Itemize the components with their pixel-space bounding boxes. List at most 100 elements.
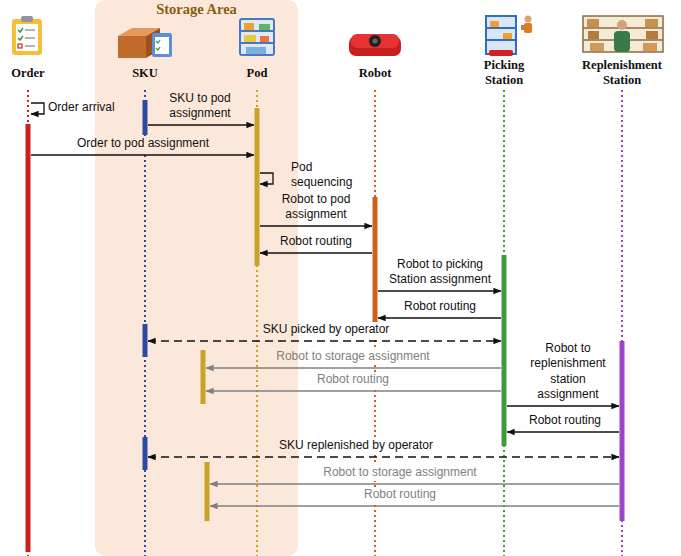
message-label: Robot to storage assignment bbox=[321, 465, 478, 481]
pod-icon bbox=[240, 19, 274, 55]
operator-head bbox=[525, 16, 532, 23]
list-line bbox=[25, 38, 35, 39]
box-front bbox=[118, 36, 146, 58]
rack-robot bbox=[489, 50, 513, 56]
pod-frame bbox=[240, 19, 274, 55]
rack-frame bbox=[486, 16, 516, 54]
message-label: Robot routing bbox=[315, 372, 391, 388]
message-arrow bbox=[31, 154, 254, 155]
lifelines bbox=[28, 90, 622, 556]
pod-item bbox=[244, 23, 254, 30]
message-arrow bbox=[507, 431, 619, 432]
check-mark bbox=[18, 28, 23, 32]
order-icon bbox=[12, 16, 42, 55]
message-label: Robot to pod assignment bbox=[267, 192, 366, 223]
message-arrow bbox=[210, 505, 619, 506]
lifeline-column: Order bbox=[0, 56, 56, 556]
shelf-box bbox=[643, 43, 657, 51]
sku-icon bbox=[118, 28, 172, 58]
activation-bar bbox=[620, 341, 625, 521]
clipboard-paper bbox=[16, 24, 38, 51]
sku-sheet-paper bbox=[155, 37, 169, 54]
activation-bars bbox=[26, 100, 625, 552]
pod-item bbox=[244, 35, 256, 42]
picking-icon bbox=[486, 16, 532, 57]
clipboard-board bbox=[12, 19, 42, 55]
area-title: Storage Area bbox=[95, 1, 298, 18]
operator-body bbox=[614, 31, 630, 52]
lifeline-column: Picking Station bbox=[468, 56, 540, 556]
pod-item bbox=[260, 36, 269, 42]
activation-bar bbox=[373, 197, 378, 330]
lifeline-label: Order bbox=[0, 66, 56, 81]
pod-shelf bbox=[240, 42, 274, 44]
storage-band-fill bbox=[95, 0, 298, 556]
lifeline bbox=[144, 90, 146, 556]
check-mark bbox=[18, 36, 23, 40]
message-arrow bbox=[148, 340, 501, 342]
shelf-frame bbox=[583, 16, 663, 52]
message-label: Robot to storage assignment bbox=[274, 349, 431, 365]
robot-lift bbox=[369, 35, 381, 47]
message-label: SKU to pod assignment bbox=[148, 91, 252, 122]
message-label: Pod sequencing bbox=[289, 160, 365, 191]
shelf-box bbox=[588, 31, 599, 39]
message-label: Robot routing bbox=[278, 234, 354, 250]
activation-bar bbox=[205, 462, 210, 521]
lifeline-label: Replenishment Station bbox=[569, 58, 675, 88]
message-arrow bbox=[260, 225, 372, 226]
rack-shelf bbox=[486, 39, 516, 41]
message-label: Order arrival bbox=[46, 100, 117, 116]
lifeline-column: SKU bbox=[120, 56, 170, 556]
list-line bbox=[25, 30, 35, 31]
self-message-arrow bbox=[260, 173, 273, 184]
list-line bbox=[25, 46, 35, 47]
rack-shelf bbox=[486, 27, 516, 29]
operator-parcel bbox=[521, 25, 526, 30]
message-label: Robot routing bbox=[362, 487, 438, 503]
message-label: Robot routing bbox=[527, 413, 603, 429]
lifeline-column: Replenishment Station bbox=[569, 56, 675, 556]
message-arrow bbox=[206, 390, 501, 391]
check-mark bbox=[156, 47, 160, 50]
lifeline-label: Robot bbox=[347, 66, 403, 81]
check-mark bbox=[156, 40, 160, 43]
clipboard-clip bbox=[21, 16, 33, 22]
activation-bar bbox=[143, 100, 148, 135]
pod-shelf bbox=[240, 30, 274, 32]
robot-lift-center bbox=[373, 39, 378, 44]
message-arrow bbox=[210, 483, 619, 484]
activation-bar bbox=[255, 108, 260, 266]
message-label: SKU replenished by operator bbox=[277, 438, 435, 454]
operator-head bbox=[617, 20, 627, 30]
message-arrow bbox=[148, 124, 254, 125]
robot-top bbox=[351, 34, 399, 48]
message-label: Robot to replenishment station assignmen… bbox=[520, 341, 616, 403]
shelf-box bbox=[587, 19, 599, 27]
robot-icon bbox=[349, 34, 401, 56]
message-arrow bbox=[507, 405, 619, 406]
activation-bar bbox=[143, 437, 148, 470]
message-label: Order to pod assignment bbox=[75, 136, 211, 152]
message-arrow bbox=[378, 290, 501, 291]
activation-bar bbox=[201, 350, 206, 404]
lifeline-column: Robot bbox=[347, 56, 403, 556]
pod-item bbox=[246, 47, 266, 54]
rack-item bbox=[503, 33, 512, 39]
activation-bar bbox=[26, 124, 31, 552]
lifeline-label: Pod bbox=[234, 66, 280, 81]
lifeline-label: Picking Station bbox=[468, 58, 540, 88]
message-arrow bbox=[378, 317, 501, 318]
rack-item bbox=[490, 21, 499, 27]
activation-bar bbox=[143, 324, 148, 357]
check-box bbox=[18, 44, 22, 48]
lifeline-label: SKU bbox=[120, 66, 170, 81]
lifeline-column: Pod bbox=[234, 56, 280, 556]
message-arrow bbox=[206, 367, 501, 368]
message-label: Robot routing bbox=[402, 299, 478, 315]
message-arrow bbox=[148, 456, 619, 458]
activation-bar bbox=[502, 255, 507, 446]
replenishment-icon bbox=[583, 16, 663, 52]
